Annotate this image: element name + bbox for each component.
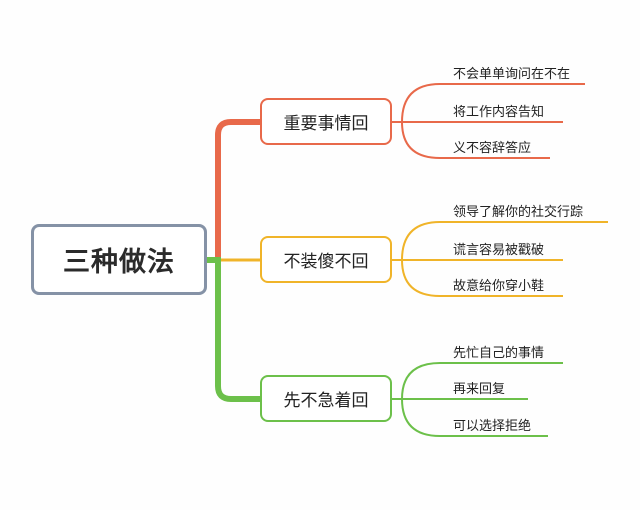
leaf-connector (392, 362, 563, 400)
leaf-label: 可以选择拒绝 (453, 419, 532, 434)
leaf-label: 故意给你穿小鞋 (453, 279, 545, 294)
leaf-label: 领导了解你的社交行踪 (453, 205, 584, 220)
leaf-connector (392, 121, 550, 159)
trunk-connector-bottom (207, 257, 260, 402)
leaf-connector (392, 221, 608, 261)
leaf-label: 将工作内容告知 (453, 105, 545, 120)
branch-node-later: 先不急着回 (260, 375, 392, 422)
leaf-label: 先忙自己的事情 (453, 346, 545, 361)
leaf-connector (392, 259, 563, 297)
leaf-connector (392, 83, 585, 123)
branch-node-honest: 不装傻不回 (260, 236, 392, 283)
trunk-connector-top (207, 119, 260, 263)
branch-node-important: 重要事情回 (260, 98, 392, 145)
leaf-label: 不会单单询问在不在 (453, 67, 571, 82)
leaf-connector (392, 398, 548, 437)
leaf-label: 再来回复 (453, 382, 506, 397)
leaf-label: 义不容辞答应 (453, 141, 532, 156)
leaf-label: 谎言容易被戳破 (453, 243, 545, 258)
root-node: 三种做法 (31, 224, 207, 295)
